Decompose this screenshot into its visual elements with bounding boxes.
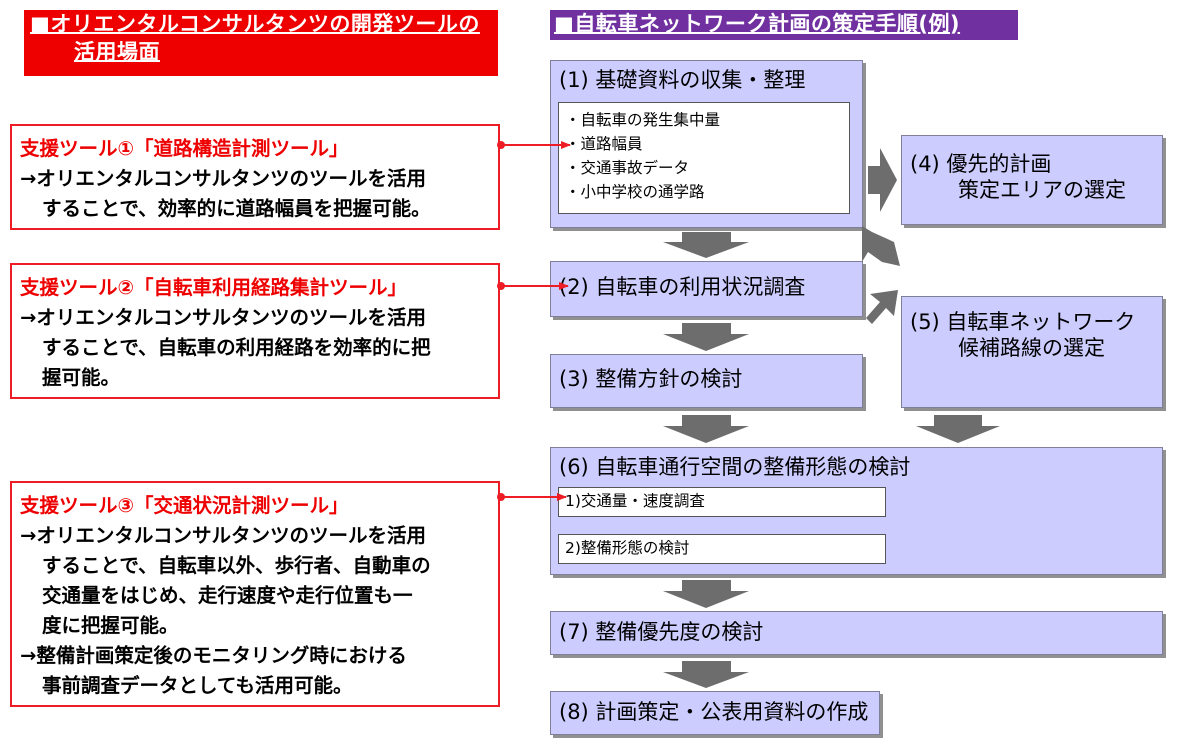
step-5-box: (5) 自転車ネットワーク 候補路線の選定 (901, 296, 1163, 408)
diagonal-arrow-4-2 (862, 226, 900, 266)
connector-tool-1 (497, 141, 571, 149)
support-tool-1-title: 支援ツール①「道路構造計測ツール」 (20, 137, 349, 160)
step-1-title: (1) 基礎資料の収集・整理 (559, 68, 806, 92)
support-tool-1-line-2: することで、効率的に道路幅員を把握可能。 (42, 197, 431, 220)
step-8-title: (8) 計画策定・公表用資料の作成 (559, 700, 869, 724)
step-6-sub-1: 1)交通量・速度調査 (558, 487, 886, 517)
support-tool-3-line-3: 交通量をはじめ、走行速度や走行位置も一 (42, 584, 413, 607)
step-4-line-2: 策定エリアの選定 (958, 178, 1126, 202)
step-5-line-2: 候補路線の選定 (958, 336, 1105, 360)
header-right: ■自転車ネットワーク計画の策定手順(例) (550, 10, 1018, 40)
down-arrow-2-3 (663, 323, 749, 351)
connector-tool-3 (497, 493, 567, 501)
step-1-item-4: ・小中学校の通学路 (565, 183, 705, 201)
step-7-box: (7) 整備優先度の検討 (550, 611, 1163, 655)
header-left-line1: ■オリエンタルコンサルタンツの開発ツールの (30, 12, 480, 36)
down-arrow-1-2 (663, 232, 749, 258)
step-4-line-1: (4) 優先的計画 (910, 152, 1052, 176)
step-5-line-1: (5) 自転車ネットワーク (910, 310, 1136, 334)
step-6-title: (6) 自転車通行空間の整備形態の検討 (559, 455, 911, 479)
down-arrow-7-8 (663, 661, 749, 688)
support-tool-3-line-4: 度に把握可能。 (42, 614, 179, 637)
step-1-item-1: ・自転車の発生集中量 (565, 111, 721, 129)
support-tool-1: 支援ツール①「道路構造計測ツール」 →オリエンタルコンサルタンツのツールを活用 … (10, 124, 500, 230)
step-1-item-2: ・道路幅員 (565, 135, 643, 153)
down-arrow-5-6 (916, 415, 1000, 443)
support-tool-1-line-1: →オリエンタルコンサルタンツのツールを活用 (20, 167, 426, 190)
support-tool-3-line-1: →オリエンタルコンサルタンツのツールを活用 (20, 524, 426, 547)
support-tool-3-title: 支援ツール③「交通状況計測ツール」 (20, 494, 349, 517)
down-arrow-3-6 (663, 415, 749, 443)
support-tool-2-line-2: することで、自転車の利用経路を効率的に把 (42, 336, 431, 359)
support-tool-2-line-1: →オリエンタルコンサルタンツのツールを活用 (20, 306, 426, 329)
step-1-item-list: ・自転車の発生集中量 ・道路幅員 ・交通事故データ ・小中学校の通学路 (558, 102, 850, 214)
step-1-item-3: ・交通事故データ (565, 159, 690, 177)
support-tool-2: 支援ツール②「自転車利用経路集計ツール」 →オリエンタルコンサルタンツのツールを… (10, 263, 500, 399)
right-arrow-1-4 (868, 148, 897, 212)
down-arrow-6-7 (663, 580, 749, 608)
header-left: ■オリエンタルコンサルタンツの開発ツールの 活用場面 (24, 10, 498, 76)
support-tool-2-title: 支援ツール②「自転車利用経路集計ツール」 (20, 276, 408, 299)
step-2-box: (2) 自転車の利用状況調査 (550, 261, 863, 317)
support-tool-2-line-3: 握可能。 (42, 366, 121, 389)
diagonal-arrow-2-5 (866, 290, 898, 324)
support-tool-3-line-2: することで、自転車以外、歩行者、自動車の (42, 554, 431, 577)
step-3-box: (3) 整備方針の検討 (550, 354, 863, 408)
step-3-title: (3) 整備方針の検討 (559, 367, 743, 391)
step-8-box: (8) 計画策定・公表用資料の作成 (550, 691, 880, 735)
step-6-sub-2: 2)整備形態の検討 (558, 534, 886, 564)
step-7-title: (7) 整備優先度の検討 (559, 620, 764, 644)
header-left-line2: 活用場面 (74, 40, 160, 64)
connector-tool-2 (497, 282, 569, 290)
support-tool-3-line-5: →整備計画策定後のモニタリング時における (20, 644, 407, 667)
support-tool-3: 支援ツール③「交通状況計測ツール」 →オリエンタルコンサルタンツのツールを活用 … (10, 481, 500, 707)
step-2-title: (2) 自転車の利用状況調査 (559, 275, 806, 299)
step-4-box: (4) 優先的計画 策定エリアの選定 (901, 135, 1163, 225)
support-tool-3-line-6: 事前調査データとしても活用可能。 (42, 674, 353, 697)
